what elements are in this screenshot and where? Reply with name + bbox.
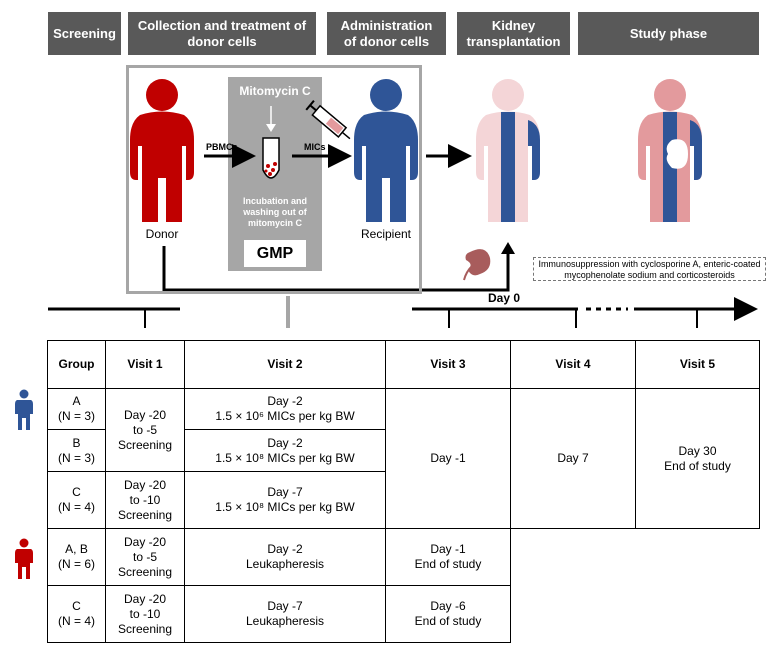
mitomycin-label: Mitomycin C [239,84,311,98]
group-cell: A, B(N = 6) [47,528,106,586]
col-header-visit4: Visit 4 [510,340,636,389]
mics-label: MICs [304,142,326,152]
col-header-visit5: Visit 5 [635,340,760,389]
gmp-label: GMP [244,240,306,267]
header-collection: Collection and treatment of donor cells [128,12,316,55]
visit3-cell: Day -1 [385,388,511,529]
table-header-row: Group Visit 1 Visit 2 Visit 3 Visit 4 Vi… [47,340,760,389]
col-header-visit1: Visit 1 [105,340,185,389]
header-kidney-transplantation: Kidney transplantation [457,12,570,55]
kidney-icon [463,249,491,281]
visit4-cell: Day 7 [510,388,636,529]
header-administration: Administration of donor cells [327,12,446,55]
pbmcs-label: PBMCs [206,142,238,152]
transplant-figure-icon [476,79,540,222]
tube-icon [262,137,280,179]
group-cell: B(N = 3) [47,429,106,472]
col-header-visit2: Visit 2 [184,340,386,389]
header-study-phase: Study phase [578,12,759,55]
recipient-small-icon [15,389,33,430]
donor-label: Donor [145,227,179,241]
immunosuppression-note: Immunosuppression with cyclosporine A, e… [533,257,766,281]
study-phase-figure-icon [638,79,702,222]
day0-label: Day 0 [488,291,521,305]
syringe-icon [305,100,351,140]
group-cell: A(N = 3) [47,388,106,430]
group-cell: C(N = 4) [47,471,106,529]
visit-schedule-table: Group Visit 1 Visit 2 Visit 3 Visit 4 Vi… [47,340,760,643]
donor-figure-icon [130,79,194,222]
recipient-label: Recipient [360,227,412,241]
collection-frame [126,65,422,294]
col-header-group: Group [47,340,106,389]
recipient-figure-icon [354,79,418,222]
group-cell: C(N = 4) [47,585,106,643]
incubation-label: Incubation and washing out of mitomycin … [243,196,307,228]
header-screening: Screening [48,12,121,55]
col-header-visit3: Visit 3 [385,340,511,389]
donor-small-icon [15,538,33,579]
